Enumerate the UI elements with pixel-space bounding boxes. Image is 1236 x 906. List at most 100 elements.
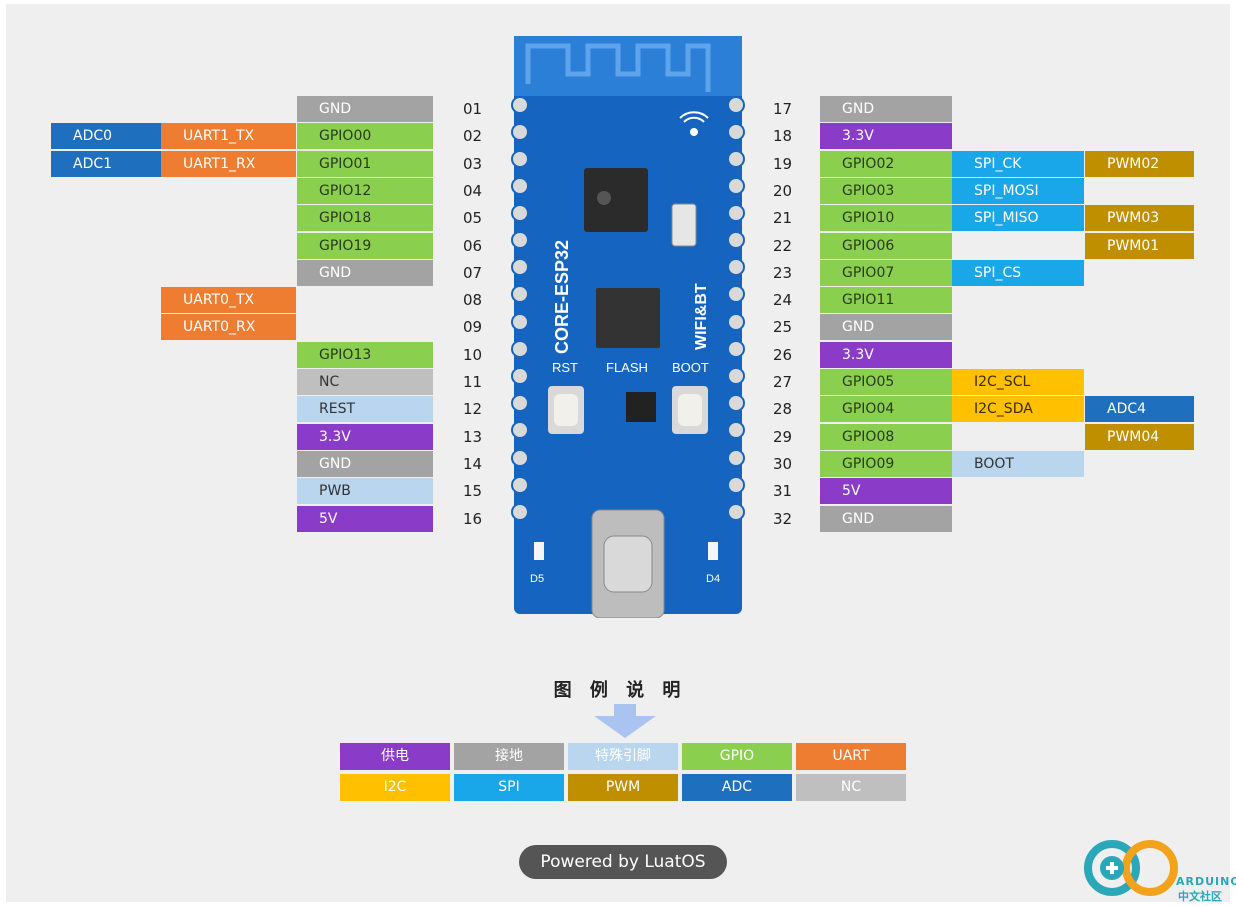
legend-item-gpio: GPIO [682,743,792,770]
pin-label-gpio: GPIO12 [297,178,433,204]
pin-number: 20 [773,182,793,200]
pin-number: 16 [463,510,483,528]
pin-label-spi: SPI_MISO [952,205,1084,231]
pin-number: 03 [463,155,483,173]
esp32-chip [584,168,648,232]
pin-label-i2c: I2C_SDA [952,396,1084,422]
legend-title: 图 例 说 明 [553,680,687,701]
pin-label-i2c: I2C_SCL [952,369,1084,395]
esp32-board-illustration: CORE-ESP32 WIFI&BT RST FLASH BOOT D5 D4 [511,36,745,618]
pin-number: 11 [463,373,483,391]
arduino-logo-icon [1084,840,1178,896]
pin-number: 24 [773,291,793,309]
pin-label-pwm: PWM04 [1085,424,1194,450]
pin-label-gpio: GPIO02 [820,151,952,177]
pin-number: 22 [773,237,793,255]
pin-label-spec: REST [297,396,433,422]
led-d5 [534,542,544,560]
pin-label-gpio: GPIO19 [297,233,433,259]
crystal [671,203,697,247]
legend-item-gnd: 接地 [454,743,564,770]
pin-label-power: 5V [297,506,433,532]
d5-silk-label: D5 [530,573,544,585]
flash-silk-label: FLASH [606,360,648,375]
left-header-pads [511,96,529,521]
pin-label-gnd: GND [297,260,433,286]
pin-number: 27 [773,373,793,391]
pin-number: 29 [773,428,793,446]
legend-arrow-icon [594,704,656,738]
pin-label-power: 3.3V [820,123,952,149]
pin-label-gnd: GND [820,96,952,122]
pin-number: 14 [463,455,483,473]
pin-label-pwm: PWM03 [1085,205,1194,231]
usb-c-port [603,535,653,593]
pin-label-pwm: PWM02 [1085,151,1194,177]
pin-label-nc: NC [297,369,433,395]
pin-number: 30 [773,455,793,473]
pin-number: 04 [463,182,483,200]
led-d4 [708,542,718,560]
pin-label-gpio: GPIO11 [820,287,952,313]
chip-logo [597,191,611,205]
pin-label-power: 3.3V [297,424,433,450]
pin-number: 10 [463,346,483,364]
pin-number: 07 [463,264,483,282]
pin-number: 32 [773,510,793,528]
rst-silk-label: RST [552,360,578,375]
right-header-pads [727,96,745,521]
pin-number: 23 [773,264,793,282]
pin-label-gpio: GPIO01 [297,151,433,177]
rst-button-cap [554,394,578,426]
pin-number: 06 [463,237,483,255]
powered-by-badge: Powered by LuatOS [519,845,727,879]
logo-text-arduino: ARDUINO [1176,875,1236,888]
pin-label-gpio: GPIO00 [297,123,433,149]
pin-label-gpio: GPIO13 [297,342,433,368]
pin-number: 18 [773,127,793,145]
pin-number: 02 [463,127,483,145]
pin-number: 09 [463,318,483,336]
pin-label-gnd: GND [820,314,952,340]
pin-number: 25 [773,318,793,336]
pin-label-gpio: GPIO03 [820,178,952,204]
pin-label-uart: UART0_RX [161,314,296,340]
legend-item-power: 供电 [340,743,450,770]
legend-item-nc: NC [796,774,906,801]
pin-label-gpio: GPIO10 [820,205,952,231]
antenna-trace [525,43,711,92]
pin-label-uart: UART1_TX [161,123,296,149]
pin-label-pwm: PWM01 [1085,233,1194,259]
pin-label-adc: ADC4 [1085,396,1194,422]
logo-text-community: 中文社区 [1178,890,1222,903]
wifi-bt-label: WIFI&BT [693,283,710,350]
pin-label-adc: ADC0 [51,123,161,149]
pin-label-gpio: GPIO08 [820,424,952,450]
pin-label-gpio: GPIO09 [820,451,952,477]
legend-item-spi: SPI [454,774,564,801]
pin-number: 13 [463,428,483,446]
pin-label-gpio: GPIO04 [820,396,952,422]
pin-number: 17 [773,100,793,118]
board-name-label: CORE-ESP32 [552,240,572,354]
pin-label-power: 5V [820,478,952,504]
pin-number: 01 [463,100,483,118]
pin-number: 21 [773,209,793,227]
pin-number: 15 [463,482,483,500]
pin-label-power: 3.3V [820,342,952,368]
pin-number: 26 [773,346,793,364]
legend-item-i2c: I2C [340,774,450,801]
wifi-symbol [690,128,698,136]
pin-label-spi: SPI_MOSI [952,178,1084,204]
pin-number: 28 [773,400,793,418]
legend-item-spec: 特殊引脚 [568,743,678,770]
pin-label-gnd: GND [820,506,952,532]
wifi-waves [679,111,709,123]
pin-label-spec: BOOT [952,451,1084,477]
pin-number: 31 [773,482,793,500]
boot-button-cap [678,394,702,426]
pin-label-gpio: GPIO05 [820,369,952,395]
d4-silk-label: D4 [706,573,720,585]
regulator-chip [626,392,656,422]
pin-label-adc: ADC1 [51,151,161,177]
